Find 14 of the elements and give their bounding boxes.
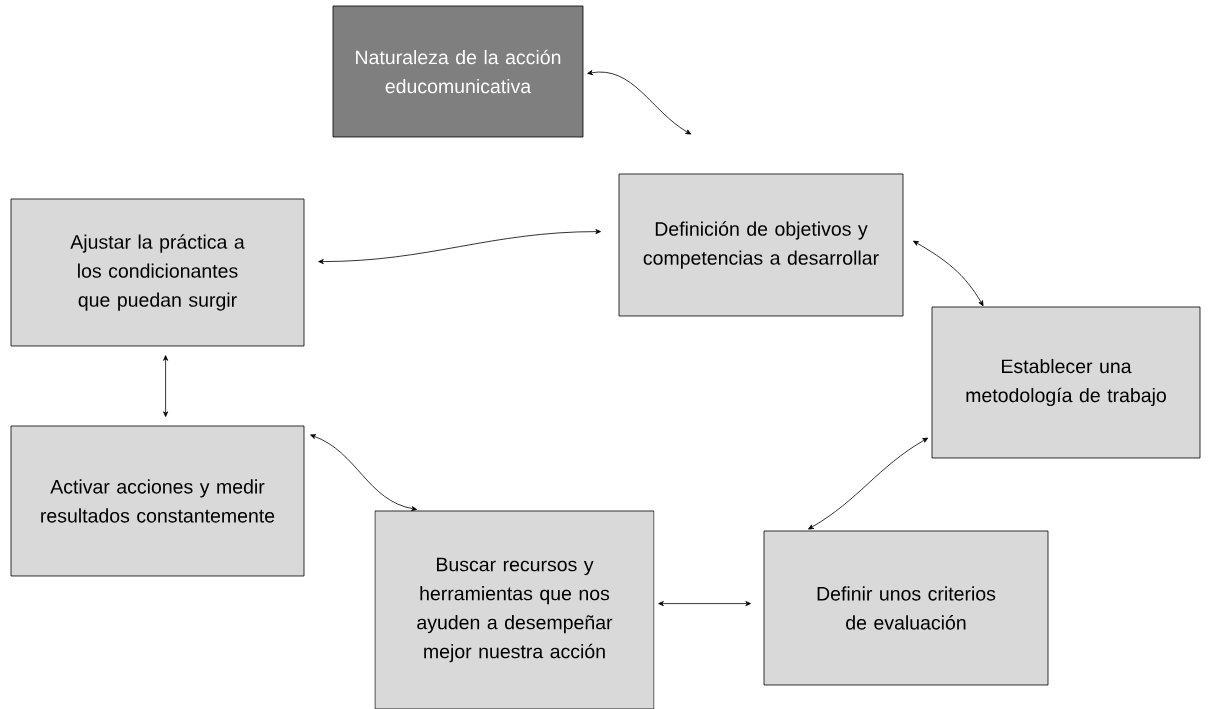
process-box: Buscar recursos y herramientas que nos ayuden a desempeñar mejor nuestra acción — [374, 510, 655, 709]
arrow — [658, 601, 751, 607]
process-box: Definir unos criterios de evaluación — [763, 530, 1049, 686]
arrow — [318, 229, 601, 265]
arrow — [808, 437, 929, 530]
arrow — [587, 70, 692, 135]
arrow — [310, 434, 417, 511]
process-box: Naturaleza de la acción educomunicativa — [332, 5, 584, 138]
process-box: Ajustar la práctica a los condicionantes que puedan surgir — [10, 198, 305, 347]
process-box: Definición de objetivos y competencias a desarrollar — [618, 173, 904, 317]
arrow — [163, 355, 169, 417]
arrow — [913, 240, 984, 307]
process-box: Activar acciones y medir resultados constantemente — [10, 425, 305, 577]
process-box: Establecer una metodología de trabajo — [931, 306, 1201, 459]
